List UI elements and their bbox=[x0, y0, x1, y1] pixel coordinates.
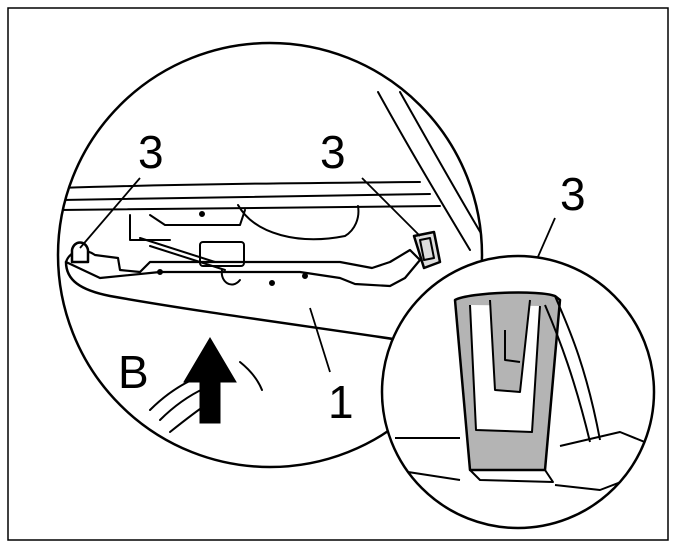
panel-callout: 1 bbox=[328, 376, 354, 428]
main-detail-view bbox=[59, 91, 482, 433]
up-arrow-icon bbox=[183, 337, 237, 424]
clip-callout-left: 3 bbox=[138, 126, 164, 178]
inset-detail-view bbox=[380, 254, 656, 530]
clip-callout-detail: 3 bbox=[560, 168, 586, 220]
inset-view-circle bbox=[380, 254, 656, 530]
clip-callout-right: 3 bbox=[320, 126, 346, 178]
main-view-circle bbox=[56, 41, 484, 469]
direction-label: B bbox=[118, 346, 149, 398]
